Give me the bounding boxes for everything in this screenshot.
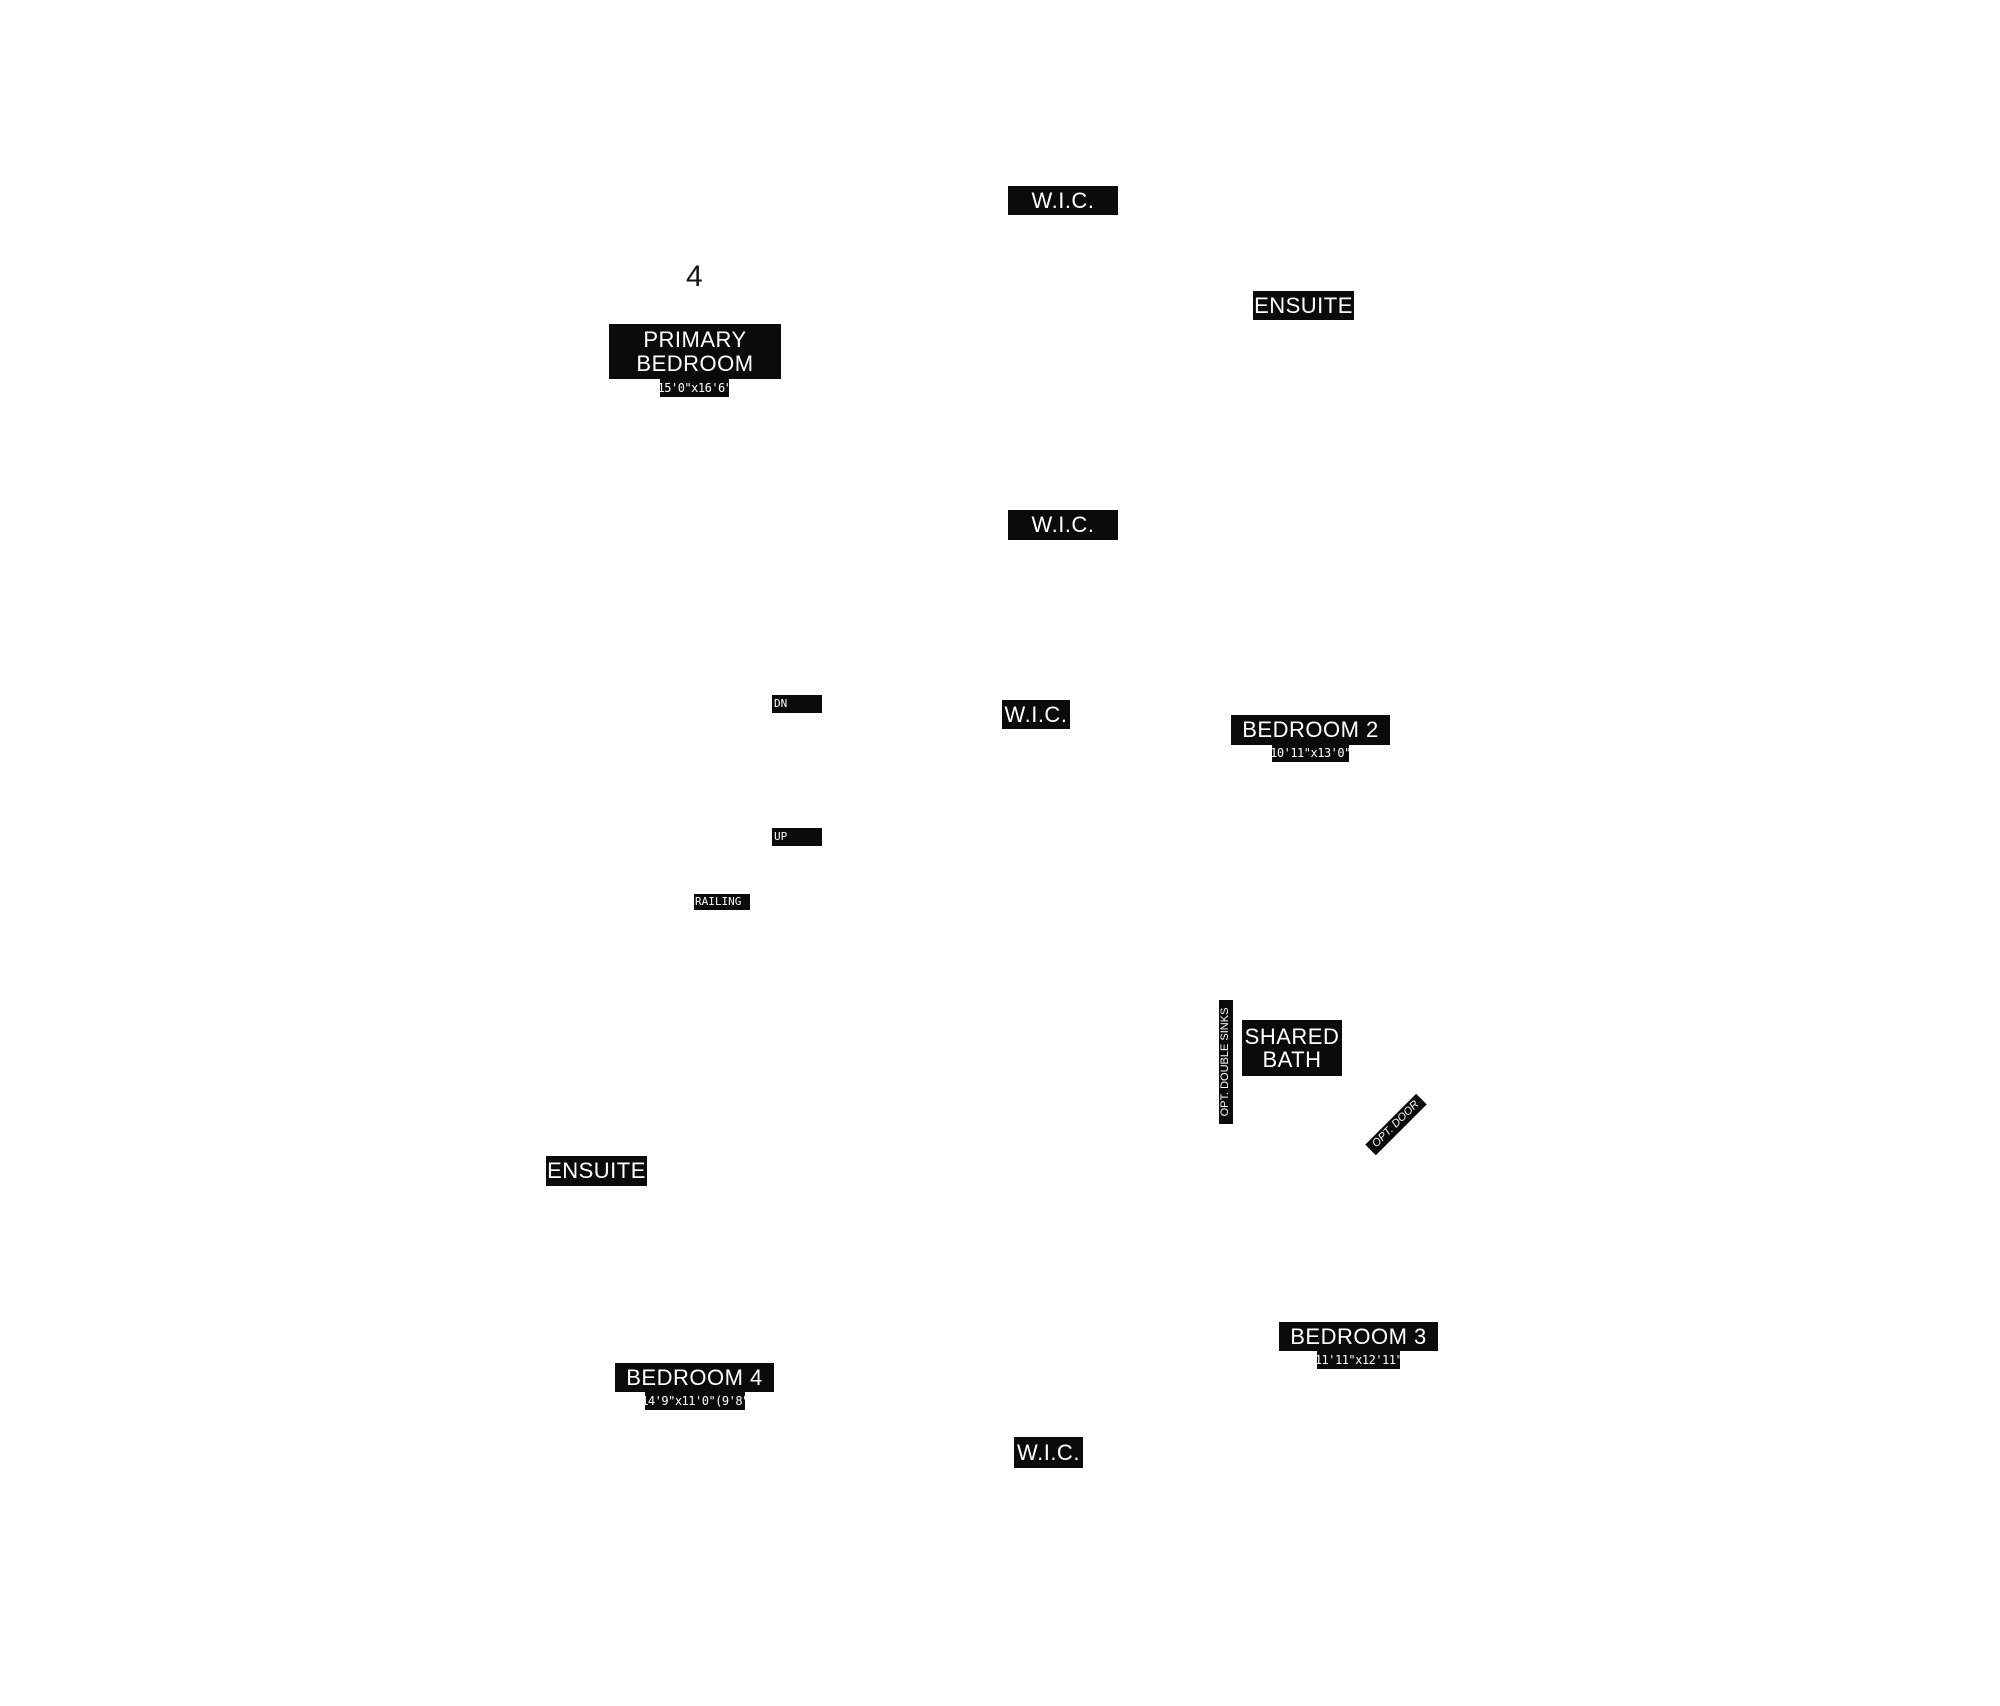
wic-label-bottom: W.I.C. [1014,1437,1083,1468]
primary-bedroom-label: PRIMARY BEDROOM [609,324,781,379]
bedroom4-label: BEDROOM 4 [615,1363,774,1392]
bedroom3-label: BEDROOM 3 [1279,1322,1438,1351]
stairs-up-label: UP [772,828,822,846]
opt-door-label: OPT. DOOR [1365,1093,1427,1156]
wic-label-top: W.I.C. [1008,186,1118,215]
bedroom2-label: BEDROOM 2 [1231,715,1390,745]
bedroom2-dimensions: 10'11"x13'0" [1270,745,1351,762]
floor-number: 4 [686,260,703,293]
railing-label: RAILING [694,894,750,910]
ensuite-label-bedroom4: ENSUITE [546,1156,647,1186]
ensuite-label-primary: ENSUITE [1253,291,1354,320]
wic-label-bedroom2: W.I.C. [1002,700,1070,729]
wic-label-primary: W.I.C. [1008,510,1118,540]
shared-bath-label: SHARED BATH [1242,1020,1342,1076]
primary-bedroom-dimensions: 15'0"x16'6" [658,379,732,397]
bedroom3-dimensions: 11'11"x12'11" [1315,1351,1403,1369]
bedroom4-dimensions: 14'9"x11'0"(9'8" [641,1392,749,1410]
stairs-down-label: DN [772,695,822,713]
opt-double-sinks-label: OPT. DOUBLE SINKS [1219,1000,1233,1124]
